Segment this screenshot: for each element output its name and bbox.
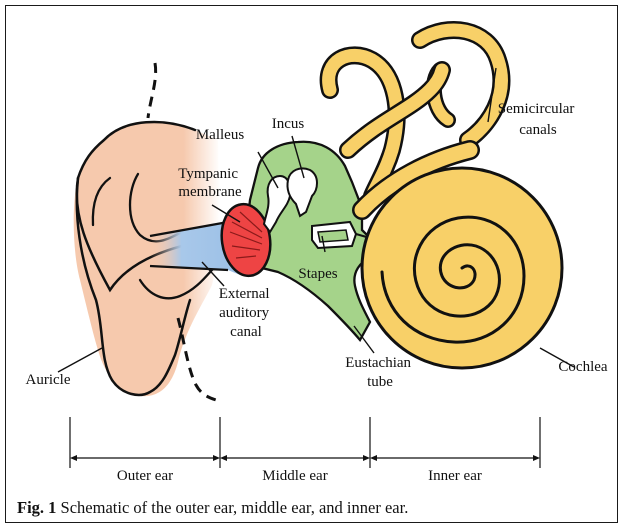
external-auditory-canal-label: External auditory canal	[219, 286, 274, 340]
figure-caption-text: Schematic of the outer ear, middle ear, …	[56, 498, 408, 517]
stapes-label: Stapes	[298, 266, 337, 282]
section-ruler	[70, 417, 540, 468]
eustachian-tube-label: Eustachian tube	[345, 355, 415, 390]
incus-label: Incus	[272, 116, 305, 132]
auricle-label: Auricle	[26, 372, 71, 388]
cochlea-label: Cochlea	[558, 359, 607, 375]
skull-boundary-dashed-line	[148, 63, 156, 118]
cochlea-shape	[362, 168, 562, 368]
section-middle-ear: Middle ear	[262, 468, 327, 484]
malleus-label: Malleus	[196, 127, 244, 143]
figure-caption: Fig. 1 Schematic of the outer ear, middl…	[17, 498, 408, 518]
section-outer-ear: Outer ear	[117, 468, 173, 484]
figure-caption-label: Fig. 1	[17, 498, 56, 517]
section-inner-ear: Inner ear	[428, 468, 482, 484]
semicircular-canals-label: Semicircular canals	[498, 101, 578, 138]
